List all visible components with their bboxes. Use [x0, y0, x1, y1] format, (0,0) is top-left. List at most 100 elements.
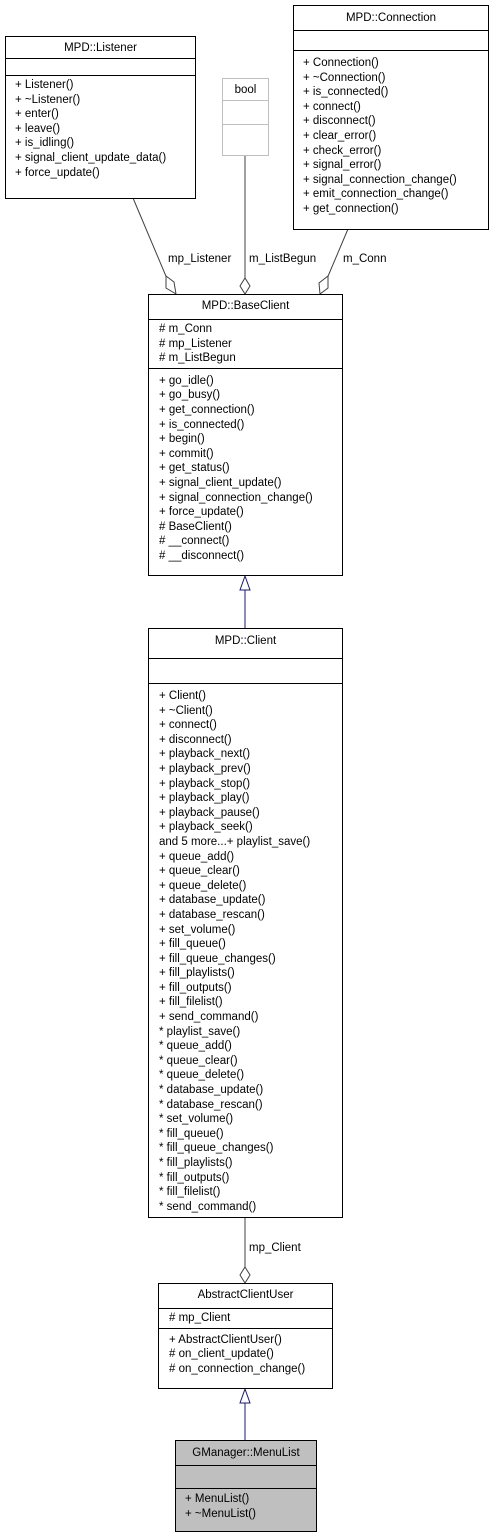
method-item: + playback_pause() — [159, 806, 260, 819]
method-item: + AbstractClientUser() — [169, 1333, 282, 1346]
inheritance-arrow-icon — [239, 1387, 251, 1404]
edge-label-mp-listener: mp_Listener — [166, 253, 234, 265]
method-item: # __connect() — [159, 535, 230, 548]
method-item: * fill_outputs() — [159, 1171, 230, 1184]
method-item: * queue_clear() — [159, 1054, 238, 1067]
attribute-item: # mp_Listener — [159, 337, 232, 350]
method-item: + send_command() — [159, 1011, 259, 1024]
method-item: + playback_seek() — [159, 821, 253, 834]
method-item: + get_connection() — [303, 202, 399, 215]
method-item: + Client() — [159, 690, 206, 702]
class-name: GManager::MenuList — [176, 1441, 316, 1466]
method-item: + queue_delete() — [159, 879, 247, 892]
method-item: + enter() — [15, 108, 59, 121]
method-item: + signal_client_update() — [159, 476, 282, 489]
attributes-section: # mp_Client — [159, 1309, 332, 1329]
method-item: # BaseClient() — [159, 520, 232, 533]
method-item: + disconnect() — [303, 115, 376, 128]
class-name: AbstractClientUser — [159, 1284, 332, 1309]
method-item: + set_volume() — [159, 923, 236, 936]
method-item: * set_volume() — [159, 1113, 234, 1126]
method-item: * queue_add() — [159, 1040, 232, 1053]
method-item: + queue_clear() — [159, 865, 240, 878]
method-item: + Connection() — [303, 57, 379, 69]
method-item: + signal_connection_change() — [159, 491, 313, 504]
method-item: + is_connected() — [159, 418, 245, 431]
methods-section: + Connection() + ~Connection() + is_conn… — [294, 51, 488, 219]
method-item: * database_update() — [159, 1084, 264, 1097]
attributes-section — [6, 59, 195, 76]
method-item: + ~Listener() — [15, 93, 81, 106]
method-item: + fill_queue_changes() — [159, 952, 276, 965]
method-item: + playback_play() — [159, 792, 250, 805]
method-item: + fill_outputs() — [159, 981, 232, 994]
methods-section: + go_idle() + go_busy() + get_connection… — [149, 369, 342, 566]
class-box-bool[interactable]: bool — [222, 78, 269, 156]
method-item: + signal_client_update_data() — [15, 151, 167, 164]
attributes-section — [294, 31, 488, 51]
method-item: + connect() — [303, 100, 361, 113]
class-name: MPD::Listener — [6, 37, 195, 59]
method-item: + database_update() — [159, 894, 266, 907]
method-item: + get_status() — [159, 462, 230, 475]
method-item: + fill_filelist() — [159, 996, 223, 1009]
method-item: + playback_stop() — [159, 777, 251, 790]
method-item: * playlist_save() — [159, 1025, 241, 1038]
method-item: * fill_queue() — [159, 1127, 224, 1140]
method-item: + ~Client() — [159, 704, 213, 717]
aggregation-diamond-icon — [239, 277, 251, 295]
method-item: + force_update() — [159, 506, 244, 519]
method-item: + get_connection() — [159, 403, 255, 416]
method-item: + go_idle() — [159, 374, 214, 387]
method-item: + leave() — [15, 122, 61, 135]
class-name: MPD::Client — [149, 629, 342, 659]
inheritance-arrow-icon — [239, 574, 251, 591]
attributes-section — [176, 1466, 316, 1489]
class-name: MPD::BaseClient — [149, 295, 342, 320]
method-item: + signal_error() — [303, 159, 382, 172]
method-item: + queue_add() — [159, 850, 235, 863]
methods-section: + AbstractClientUser() # on_client_updat… — [159, 1329, 332, 1379]
methods-section: + MenuList() + ~MenuList() — [176, 1489, 316, 1523]
class-box-client[interactable]: MPD::Client + Client() + ~Client() + con… — [148, 628, 343, 1218]
method-item: + playback_next() — [159, 748, 251, 761]
method-item: + force_update() — [15, 166, 100, 179]
method-item: + fill_queue() — [159, 938, 226, 951]
methods-section: + Client() + ~Client() + connect() + dis… — [149, 684, 342, 1216]
method-item: + disconnect() — [159, 733, 232, 746]
method-item: + go_busy() — [159, 389, 221, 402]
class-box-menulist[interactable]: GManager::MenuList + MenuList() + ~MenuL… — [175, 1440, 317, 1532]
attribute-item: # m_Conn — [159, 323, 213, 335]
method-item: + MenuList() — [185, 1493, 250, 1505]
class-name: MPD::Connection — [294, 6, 488, 31]
method-item: + clear_error() — [303, 129, 377, 142]
method-item: and 5 more...+ playlist_save() — [159, 835, 311, 848]
method-item: * send_command() — [159, 1200, 257, 1213]
method-item: * fill_playlists() — [159, 1157, 233, 1169]
edge-connection-baseclient — [325, 228, 349, 282]
class-box-baseclient[interactable]: MPD::BaseClient # m_Conn # mp_Listener #… — [148, 294, 343, 576]
class-box-connection[interactable]: MPD::Connection + Connection() + ~Connec… — [293, 5, 489, 230]
method-item: * database_rescan() — [159, 1098, 263, 1111]
attribute-item: # mp_Client — [169, 1312, 231, 1324]
method-item: + Listener() — [15, 79, 74, 91]
aggregation-diamond-icon — [165, 275, 177, 295]
attributes-section — [149, 659, 342, 684]
method-item: + fill_playlists() — [159, 967, 235, 980]
method-item: # __disconnect() — [159, 549, 245, 562]
method-item: * fill_filelist() — [159, 1186, 221, 1199]
method-item: + is_idling() — [15, 137, 75, 150]
method-item: # on_client_update() — [169, 1348, 274, 1361]
aggregation-diamond-icon — [318, 274, 329, 295]
method-item: + ~Connection() — [303, 71, 386, 84]
class-box-abstractclientuser[interactable]: AbstractClientUser # mp_Client + Abstrac… — [158, 1283, 333, 1389]
method-item: + connect() — [159, 719, 217, 732]
method-item: + playback_prev() — [159, 762, 251, 775]
methods-section — [223, 125, 268, 151]
edge-label-m-conn: m_Conn — [341, 253, 389, 265]
class-box-listener[interactable]: MPD::Listener + Listener() + ~Listener()… — [5, 36, 196, 199]
edge-label-m-listbegun: m_ListBegun — [247, 253, 319, 265]
attributes-section: # m_Conn # mp_Listener # m_ListBegun — [149, 320, 342, 369]
attribute-item: # m_ListBegun — [159, 352, 236, 365]
